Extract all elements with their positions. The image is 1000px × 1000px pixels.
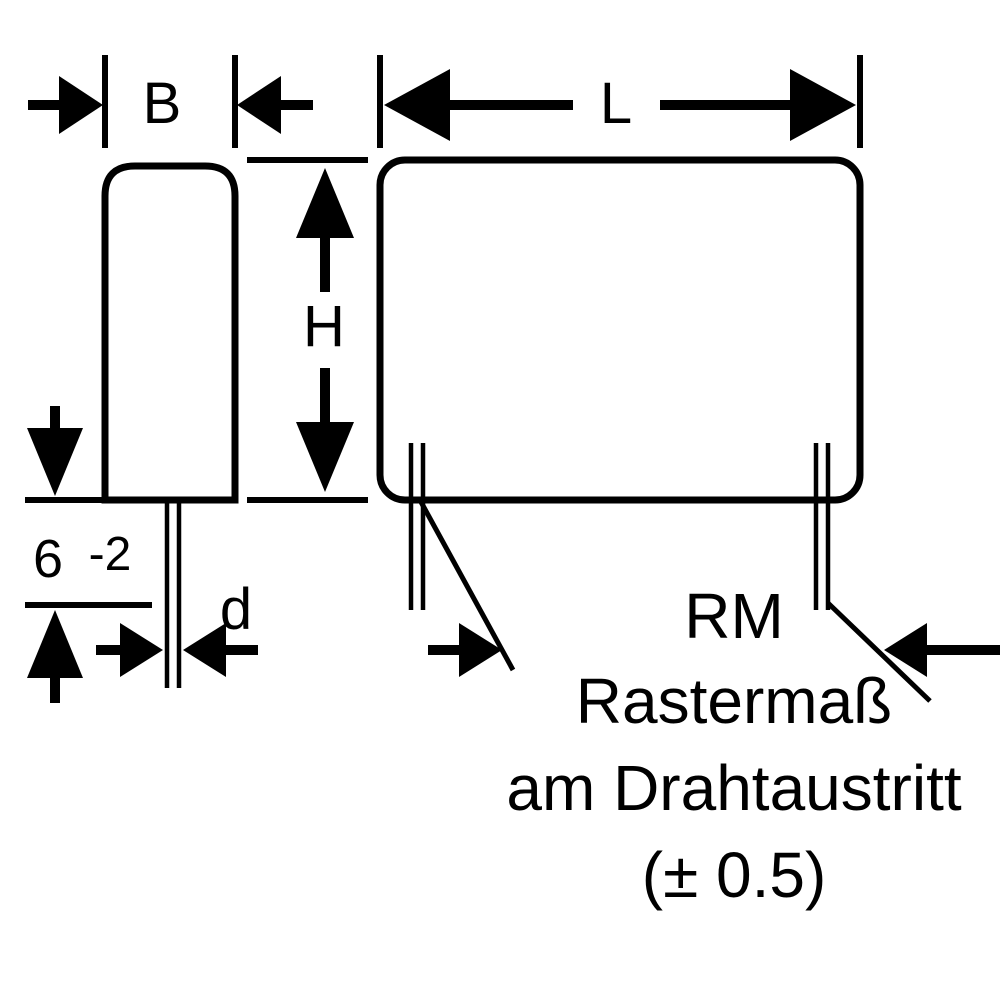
arrowhead-icon <box>27 428 83 496</box>
capacitor-side-view <box>101 162 239 688</box>
arrow-pointing-right <box>28 76 103 134</box>
label-B: B <box>143 71 182 136</box>
arrowhead-icon <box>384 69 450 141</box>
arrowhead-icon <box>120 623 163 677</box>
label-L: L <box>600 71 632 136</box>
label-lead-length: 6 <box>33 529 63 589</box>
arrowhead-icon <box>884 623 927 677</box>
arrowhead-icon <box>59 76 103 134</box>
arrowhead-icon <box>296 422 354 492</box>
front-view-body <box>376 156 864 504</box>
arrowhead-icon <box>237 76 281 134</box>
side-view-body <box>101 162 239 504</box>
dimension-L: L <box>377 55 863 148</box>
dimension-d: d <box>96 577 258 677</box>
leader-line-left <box>418 500 516 672</box>
arrowhead-icon <box>459 623 502 677</box>
label-rastermass: Rastermaß <box>576 665 893 737</box>
dimension-RM: RM Rastermaß am Drahtaustritt (± 0.5) <box>418 500 1000 911</box>
arrow-pointing-left <box>237 76 313 134</box>
label-tolerance: (± 0.5) <box>642 839 827 911</box>
label-RM: RM <box>684 580 784 652</box>
arrowhead-icon <box>296 168 354 238</box>
dimension-H: H <box>247 157 368 503</box>
label-H: H <box>303 294 345 359</box>
arrowhead-icon <box>183 623 226 677</box>
dimension-lead-length: 6 -2 <box>25 406 152 703</box>
arrowhead-icon <box>27 610 83 678</box>
leader-line-right <box>826 601 932 703</box>
capacitor-front-view <box>376 156 864 610</box>
label-lead-length-tolerance: -2 <box>89 528 132 581</box>
arrowhead-icon <box>790 69 856 141</box>
dimension-B: B <box>28 55 313 148</box>
label-drahtaustritt: am Drahtaustritt <box>506 752 961 824</box>
